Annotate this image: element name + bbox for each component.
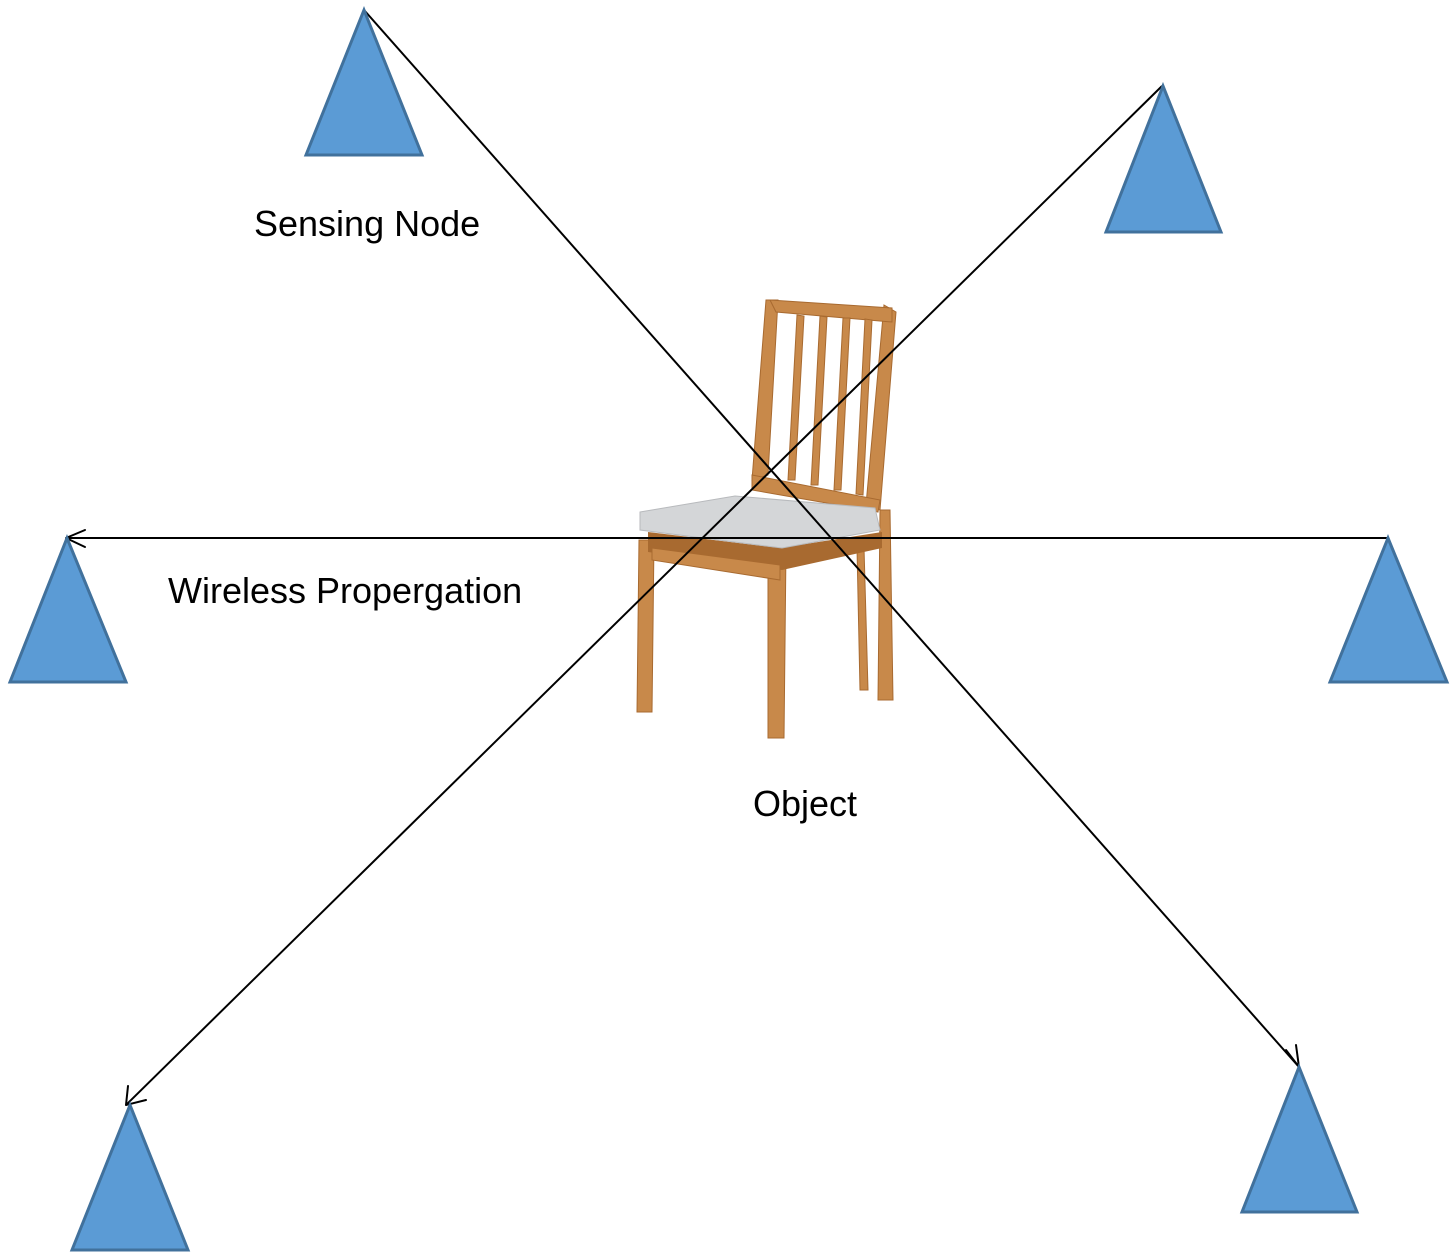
arrowhead-bottom-left	[125, 1085, 147, 1106]
sensing-node-bottom-right	[1239, 1062, 1360, 1214]
chair-icon	[636, 299, 897, 739]
sensing-node-top-left	[303, 5, 425, 157]
object-label: Object	[753, 783, 857, 824]
sensing-node-label: Sensing Node	[254, 203, 480, 244]
propagation-line-top-right-to-bottom-left	[125, 85, 1163, 1106]
wireless-propagation-label: Wireless Propergation	[168, 570, 522, 611]
propagation-lines	[65, 9, 1388, 1106]
sensing-node-left	[7, 533, 129, 684]
sensing-node-right	[1327, 534, 1450, 684]
sensing-node-bottom-left	[69, 1100, 191, 1252]
sensing-node-top-right	[1103, 81, 1224, 234]
sensing-nodes	[7, 5, 1450, 1252]
